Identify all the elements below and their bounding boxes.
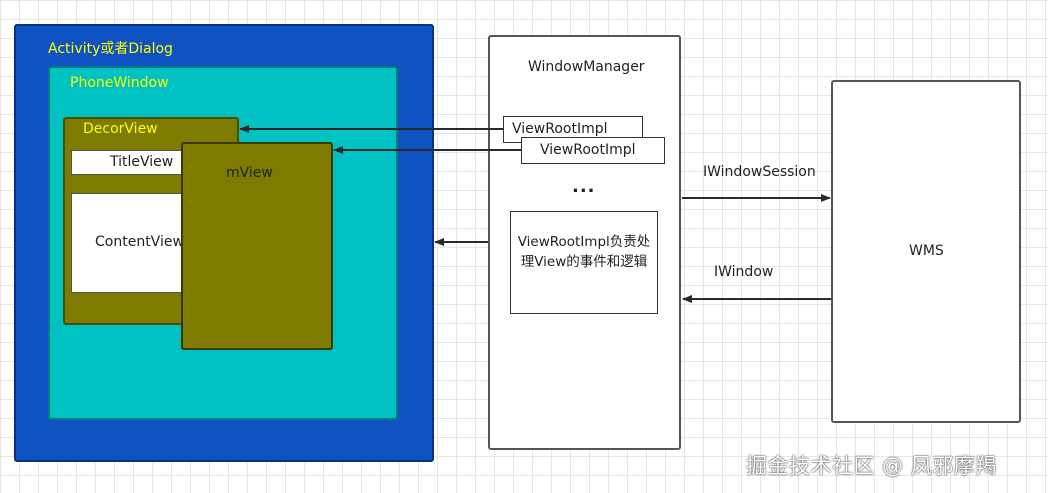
viewrootimpl-label-2: ViewRootImpl: [540, 142, 636, 158]
mview-label: mView: [226, 165, 273, 181]
viewrootimpl-label-1: ViewRootImpl: [512, 121, 608, 137]
contentview-label: ContentView: [95, 234, 184, 250]
activity-label: Activity或者Dialog: [48, 41, 173, 57]
mview-box: mView: [181, 142, 333, 350]
titleview-label: TitleView: [110, 154, 174, 170]
decorview-label: DecorView: [83, 121, 158, 137]
wms-label: WMS: [909, 243, 944, 259]
wms-box: WMS: [831, 80, 1021, 423]
watermark: 掘金技术社区 @ 凤邪摩羯: [746, 454, 997, 478]
viewrootimpl-desc-box: ViewRootImpl负责处理View的事件和逻辑: [510, 211, 658, 314]
windowmanager-label: WindowManager: [528, 59, 645, 75]
phonewindow-label: PhoneWindow: [70, 75, 169, 91]
ellipsis: ...: [572, 176, 596, 197]
titleview-box: TitleView: [71, 150, 183, 175]
iwindow-label: IWindow: [714, 264, 774, 280]
contentview-box: ContentView: [71, 193, 184, 293]
viewrootimpl-box-2: ViewRootImpl: [521, 137, 665, 164]
iwindowsession-label: IWindowSession: [703, 164, 816, 180]
viewrootimpl-desc: ViewRootImpl负责处理View的事件和逻辑: [517, 234, 651, 270]
